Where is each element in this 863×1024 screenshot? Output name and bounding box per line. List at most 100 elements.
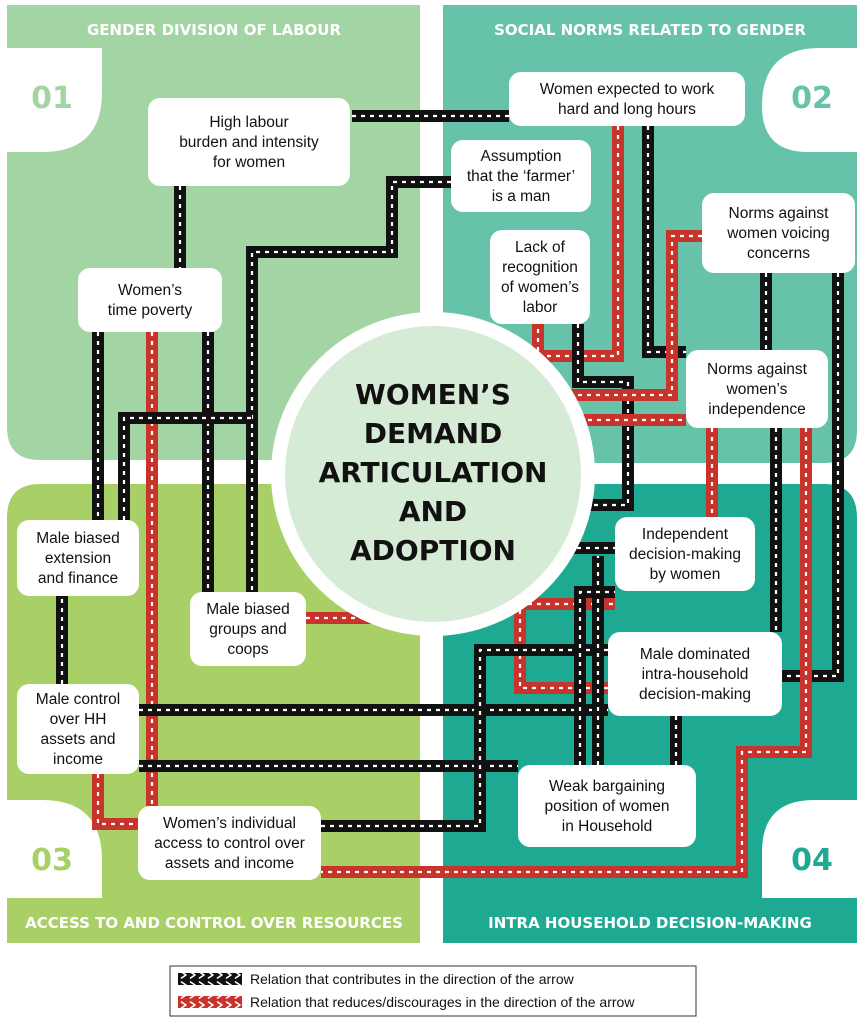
node-box [509,72,745,126]
node-box [138,806,321,880]
track-chevrons [646,126,686,354]
track-chevrons [562,324,630,550]
node-label-line: Lack of [515,239,566,256]
node-label-line: by women [650,566,721,583]
quadrant-01-corner [7,48,102,152]
node-box [17,520,139,596]
node-box [686,350,828,428]
node-label-line: that the ‘farmer’ [467,168,575,185]
node-label-line: assets and income [165,855,294,872]
node-boxes: High labour burden and intensity for women… [17,72,855,880]
node-label-line: Male control [36,691,120,708]
node-label-line: Independent [642,526,729,543]
quadrant-03-number: 03 [31,843,73,878]
node-label-line: women voicing [726,225,830,242]
legend-reduces-label: Relation that reduces/discourages in the… [250,994,635,1010]
node-label-line: for women [213,154,285,171]
center-title-line-4: AND [399,495,467,528]
quadrant-03-title: ACCESS TO AND CONTROL OVER RESOURCES [25,914,403,932]
node-norms-independence: Norms against women’s independence [686,350,828,428]
track-chevrons [578,590,615,765]
node-label-line: recognition [502,259,578,276]
quadrant-04-number: 04 [791,843,833,878]
node-label-line: concerns [747,245,810,262]
node-label-line: burden and intensity [179,134,319,151]
track-chevrons [250,180,451,592]
node-time-poverty: Women’s time poverty [78,268,222,332]
quadrant-02-title: SOCIAL NORMS RELATED TO GENDER [494,21,806,39]
center-title-line-3: ARTICULATION [319,456,548,489]
node-label-line: Weak bargaining [549,778,665,795]
node-box [518,765,696,847]
node-label-line: Women’s [118,282,182,299]
node-label-line: Norms against [729,205,830,222]
node-label-line: income [53,751,103,768]
node-label-line: decision-making [639,686,751,703]
node-farmer-man: Assumption that the ‘farmer’ is a man [451,140,591,212]
node-label-line: independence [708,401,805,418]
node-label-line: over HH [50,711,107,728]
node-box [148,98,350,186]
node-box [17,684,139,774]
node-label-line: time poverty [108,302,193,319]
node-individual-access: Women’s individual access to control over… [138,806,321,880]
node-label-line: Norms against [707,361,808,378]
node-label-line: groups and [209,621,287,638]
node-label-line: Women expected to work [540,81,715,98]
node-label-line: of women’s [501,279,579,296]
node-box [608,632,782,716]
node-label-line: and finance [38,570,118,587]
track-chevrons [122,416,252,520]
legend-swatch-reduces-chevrons [178,996,242,1008]
track-chevrons [321,428,808,874]
quadrant-02-number: 02 [791,81,833,116]
node-high-labour: High labour burden and intensity for women [148,98,350,186]
node-label-line: Male dominated [640,646,750,663]
node-label-line: Women’s individual [163,815,296,832]
node-label-line: Assumption [481,148,562,165]
node-label-line: hard and long hours [558,101,696,118]
node-male-dominated: Male dominated intra-household decision-ma… [608,632,782,716]
quadrant-01-number: 01 [31,81,73,116]
node-label-line: intra-household [642,666,749,683]
quadrant-04-title: INTRA HOUSEHOLD DECISION-MAKING [488,914,812,932]
node-label-line: women’s [726,381,788,398]
node-label-line: access to control over [154,835,305,852]
center-title-line-1: WOMEN’S [355,378,511,411]
node-label-line: labor [523,299,557,316]
track-chevrons [570,234,702,397]
reducing-track [92,774,138,830]
node-label-line: coops [227,641,269,658]
node-male-biased-extension: Male biased extension and finance [17,520,139,596]
node-male-biased-groups: Male biased groups and coops [190,592,306,666]
node-label-line: extension [45,550,111,567]
node-box [615,517,755,591]
node-box [490,230,590,324]
node-expected-work: Women expected to work hard and long hour… [509,72,745,126]
legend-frame [169,965,697,1017]
node-label-line: Male biased [36,530,120,547]
node-label-line: High labour [209,114,288,131]
quadrant-01-title: GENDER DIVISION OF LABOUR [87,21,341,39]
node-box [702,193,855,273]
quadrant-04-corner [762,800,857,898]
track-chevrons [321,648,608,828]
node-label-line: is a man [492,188,551,205]
legend: Relation that contributes in the directi… [169,965,697,1017]
legend-contributes-label: Relation that contributes in the directi… [250,971,575,987]
node-norms-voicing: Norms against women voicing concerns [702,193,855,273]
node-label-line: position of women [545,798,670,815]
node-box [190,592,306,666]
node-label-line: Male biased [206,601,290,618]
node-box [78,268,222,332]
center-title-line-5: ADOPTION [350,534,516,567]
node-box [451,140,591,212]
node-label-line: assets and [41,731,116,748]
node-lack-recognition: Lack of recognition of women’s labor [490,230,590,324]
node-male-control-assets: Male control over HH assets and income [17,684,139,774]
quadrant-02-corner [762,48,857,152]
legend-swatch-contributes-chevrons [178,973,242,985]
